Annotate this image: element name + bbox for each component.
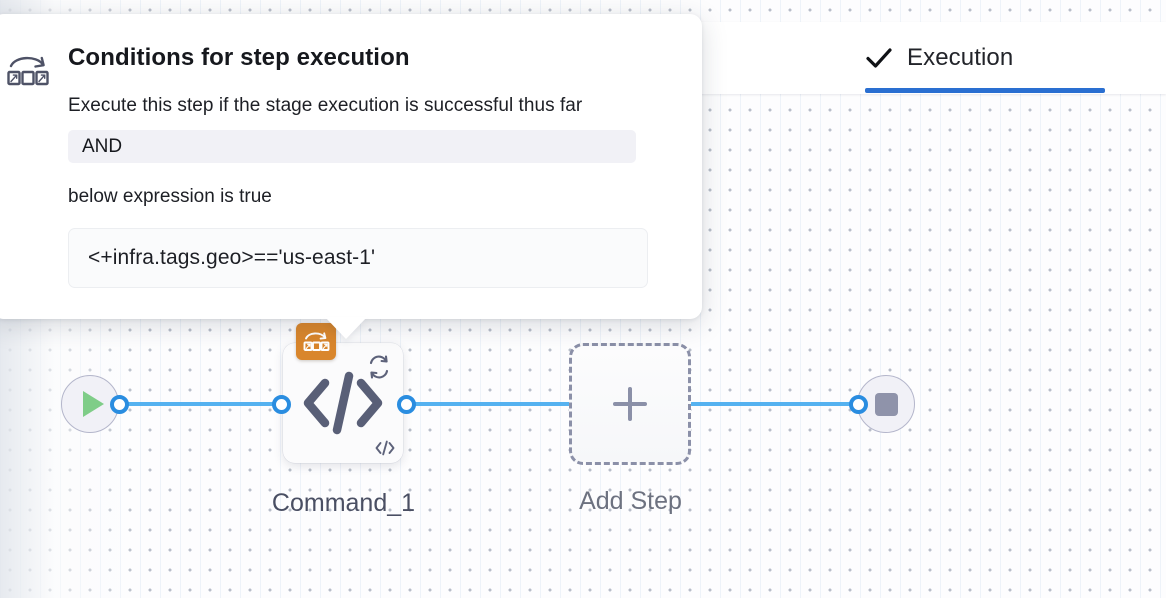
retry-loop-icon <box>364 352 394 382</box>
pipeline-end-node[interactable] <box>857 375 915 433</box>
conditions-popover: Conditions for step execution Execute th… <box>0 14 702 319</box>
plus-icon <box>613 387 647 421</box>
tab-execution[interactable]: Execution <box>865 22 1013 94</box>
tab-execution-label: Execution <box>907 44 1014 71</box>
popover-title: Conditions for step execution <box>68 44 410 71</box>
operator-select[interactable]: AND <box>68 130 636 163</box>
popover-arrow <box>325 317 367 339</box>
add-step-node[interactable] <box>569 343 691 465</box>
stop-icon <box>874 392 898 416</box>
tab-active-underline <box>865 88 1105 93</box>
port-command-output[interactable] <box>397 395 416 414</box>
expression-value: <+infra.tags.geo>=='us-east-1' <box>88 246 376 269</box>
expression-input[interactable]: <+infra.tags.geo>=='us-east-1' <box>68 228 648 288</box>
add-step-label: Add Step <box>579 487 682 515</box>
play-icon <box>82 391 104 417</box>
conditional-execution-icon <box>6 52 50 90</box>
pipeline-start-node[interactable] <box>61 375 119 433</box>
port-command-input[interactable] <box>272 395 291 414</box>
edge-addstep-to-end <box>690 402 870 406</box>
port-start-output[interactable] <box>110 395 129 414</box>
code-brackets-icon <box>300 368 386 438</box>
condition-text: below expression is true <box>68 186 272 207</box>
check-icon <box>865 44 893 72</box>
edge-start-to-command <box>110 402 290 406</box>
step-node-label-command: Command_1 <box>271 489 416 517</box>
port-end-input[interactable] <box>849 395 868 414</box>
popover-description: Execute this step if the stage execution… <box>68 95 583 116</box>
step-node-command[interactable] <box>283 343 403 463</box>
code-brackets-small-icon <box>374 439 396 457</box>
edge-command-to-addstep <box>398 402 578 406</box>
operator-value: AND <box>82 135 123 157</box>
